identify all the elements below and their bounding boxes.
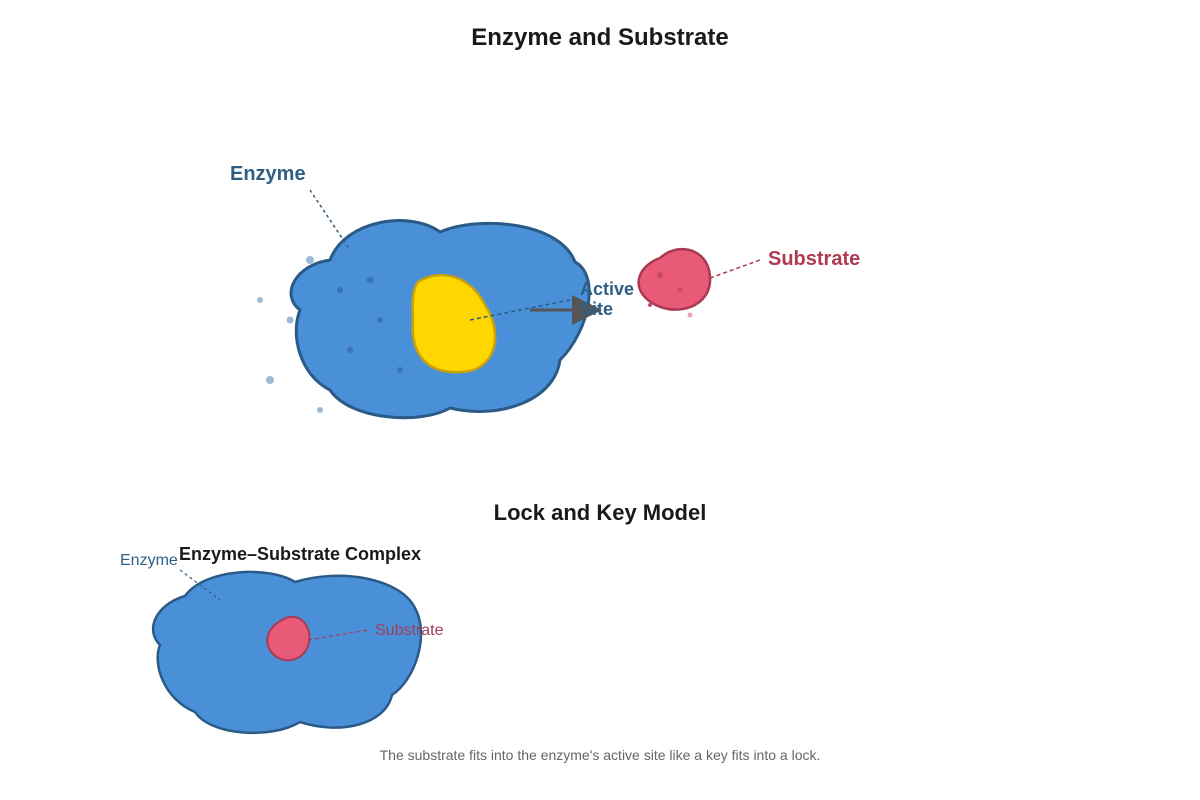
molecule-dot — [257, 297, 263, 303]
complex-enzyme-label: Enzyme — [120, 552, 178, 569]
molecule-dots — [257, 256, 323, 413]
substrate-dot — [677, 287, 683, 293]
substrate-label: Substrate — [768, 248, 860, 270]
inner-dot — [347, 347, 353, 353]
molecule-dot — [266, 376, 274, 384]
molecule-dot — [306, 256, 314, 264]
active-site-leader-line — [469, 297, 581, 321]
molecule-dot — [317, 407, 323, 413]
inner-dot — [397, 367, 403, 373]
inner-dot — [366, 276, 374, 284]
inner-dot — [337, 287, 343, 293]
active-site-label-line2: Site — [580, 299, 613, 319]
active-site-label: Active Site — [580, 279, 639, 319]
substrate-dot — [657, 272, 663, 278]
caption: The substrate fits into the enzyme's act… — [380, 747, 821, 763]
enzyme-leader-line — [309, 189, 351, 251]
substrate-free-dot — [687, 312, 693, 318]
inner-dot — [377, 317, 383, 323]
complex-label: Enzyme–Substrate Complex — [179, 544, 421, 564]
complex-substrate-leader-line — [307, 629, 369, 641]
molecule-dot — [286, 316, 294, 324]
main-title: Enzyme and Substrate — [471, 24, 728, 51]
complex-substrate-label: Substrate — [375, 622, 444, 639]
substrate-dot — [648, 303, 652, 307]
substrate-shape — [637, 247, 712, 311]
substrate-dots — [648, 272, 683, 307]
active-site-shape — [411, 273, 497, 374]
active-site-label-line1: Active — [580, 279, 634, 299]
complex-enzyme-leader-line — [179, 569, 221, 601]
model-title: Lock and Key Model — [494, 500, 707, 525]
enzyme-inner-dots — [337, 276, 403, 373]
enzyme-label: Enzyme — [230, 163, 306, 185]
complex-substrate-shape — [266, 615, 311, 662]
substrate-leader-line — [709, 259, 761, 279]
